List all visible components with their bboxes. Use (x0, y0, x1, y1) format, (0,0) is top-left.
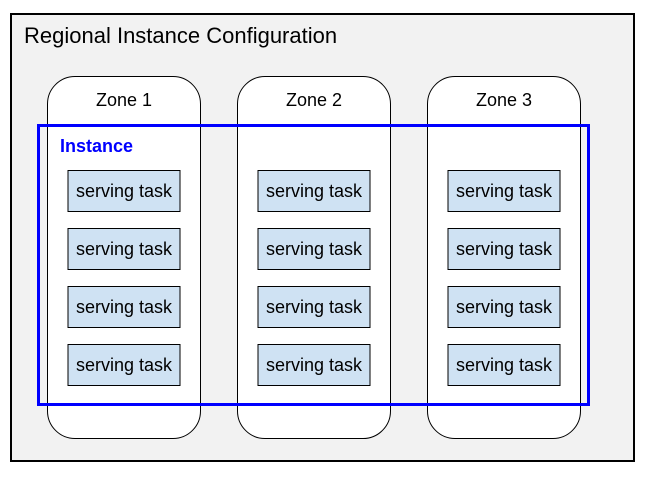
zone-3-label: Zone 3 (475, 90, 533, 110)
serving-task: serving task (67, 228, 181, 270)
serving-task: serving task (67, 286, 181, 328)
serving-task: serving task (447, 228, 561, 270)
diagram-title: Regional Instance Configuration (24, 23, 338, 48)
serving-task: serving task (257, 228, 371, 270)
zone-1-label: Zone 1 (95, 90, 153, 110)
instance-label: Instance (60, 136, 134, 156)
zone-3: Zone 3 serving task serving task serving… (427, 76, 581, 439)
zone-2-label: Zone 2 (285, 90, 343, 110)
serving-task: serving task (447, 344, 561, 386)
instance-boundary: Instance (37, 124, 590, 406)
zone-2: Zone 2 serving task serving task serving… (237, 76, 391, 439)
serving-task: serving task (67, 344, 181, 386)
serving-task: serving task (257, 170, 371, 212)
regional-config-frame: Regional Instance Configuration Zone 1 s… (10, 13, 635, 462)
serving-task: serving task (257, 344, 371, 386)
serving-task: serving task (447, 286, 561, 328)
zone-1: Zone 1 serving task serving task serving… (47, 76, 201, 439)
serving-task: serving task (447, 170, 561, 212)
serving-task: serving task (257, 286, 371, 328)
serving-task: serving task (67, 170, 181, 212)
